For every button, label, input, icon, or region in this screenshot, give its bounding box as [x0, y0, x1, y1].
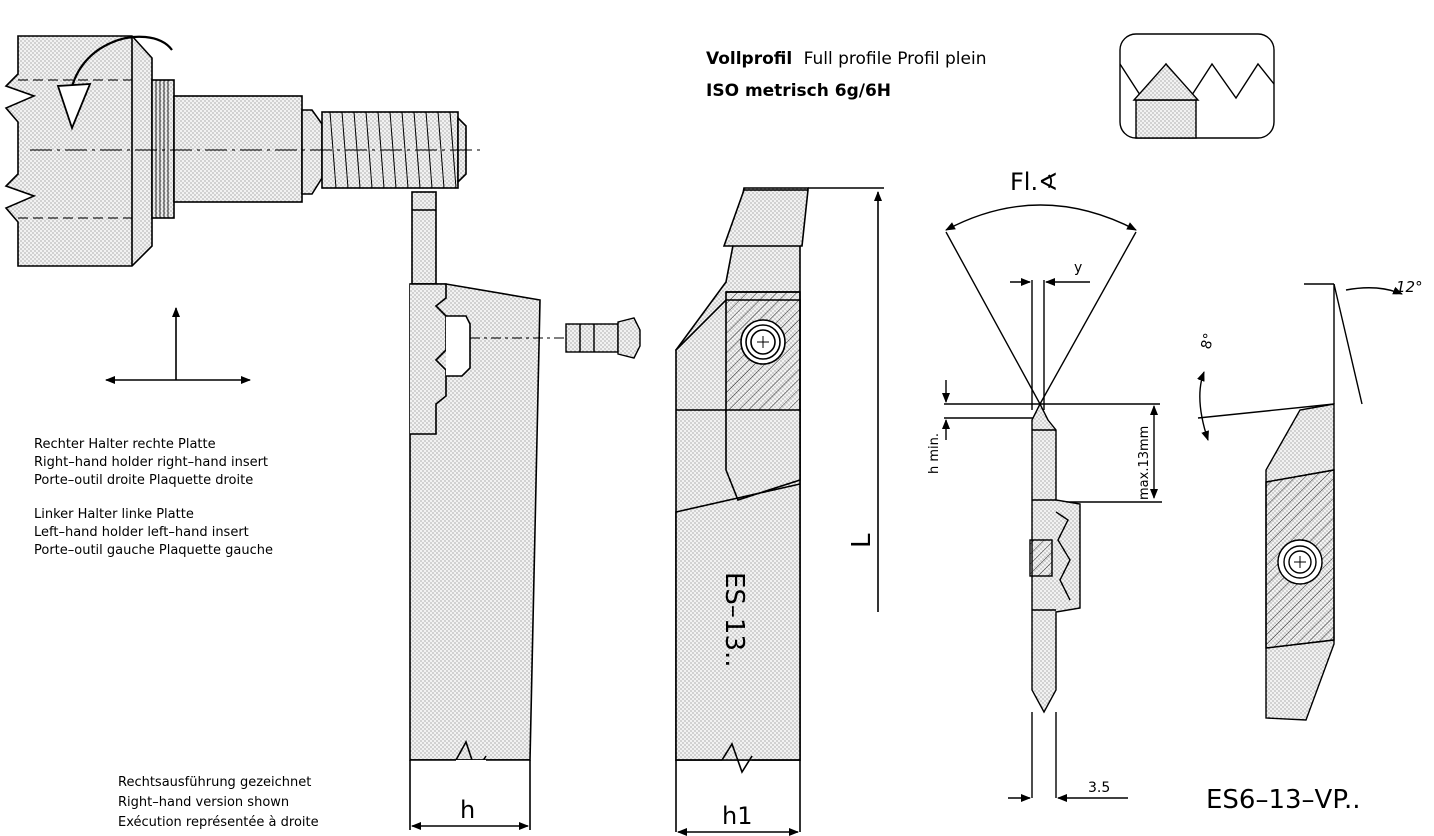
dimension-L: L	[847, 533, 877, 548]
holder-left-line-3: Porte–outil gauche Plaquette gauche	[34, 543, 273, 558]
profile-standard: ISO metrisch 6g/6H	[706, 81, 891, 101]
svg-text:Vollprofil Full profile Pr: Vollprofil Full profile Profil plein	[706, 49, 987, 69]
version-note-line-2: Right–hand version shown	[118, 795, 289, 810]
version-note-line-3: Exécution représentée à droite	[118, 815, 319, 830]
dimension-max13: max.13mm	[1137, 426, 1152, 500]
clamp-screw	[565, 317, 641, 359]
holder-right-line-1: Rechter Halter rechte Platte	[34, 437, 216, 452]
holder-right-line-2: Right–hand holder right–hand insert	[34, 455, 268, 470]
thread-profile-box	[1119, 33, 1275, 139]
holder-left-line-1: Linker Halter linke Platte	[34, 507, 194, 522]
model-label: ES–13..	[719, 572, 749, 668]
angle-12: 12°	[1396, 278, 1423, 296]
part-code: ES6–13–VP..	[1206, 785, 1361, 815]
angle-8: 8°	[1198, 332, 1218, 352]
direction-arrows	[105, 307, 251, 384]
dimension-h1: h1	[722, 802, 752, 830]
dimension-h: h	[460, 796, 475, 824]
insert-es6-view	[1197, 283, 1403, 721]
dimension-h-min: h min.	[927, 433, 942, 474]
profile-title-bold: Vollprofil	[706, 49, 792, 69]
version-note-line-1: Rechtsausführung gezeichnet	[118, 775, 311, 790]
holder-left-line-2: Left–hand holder left–hand insert	[34, 525, 249, 540]
holder-right-line-3: Porte–outil droite Plaquette droite	[34, 473, 253, 488]
insert-detail	[942, 204, 1162, 802]
profile-title-rest: Full profile Profil plein	[804, 49, 987, 69]
holder-side-view	[409, 191, 610, 830]
dimension-flank-angle: Fl.∢	[1010, 168, 1058, 196]
dimension-width: 3.5	[1088, 780, 1110, 796]
holder-front-view	[674, 187, 884, 836]
dimension-y: y	[1074, 260, 1082, 276]
workpiece-illustration	[4, 35, 480, 267]
